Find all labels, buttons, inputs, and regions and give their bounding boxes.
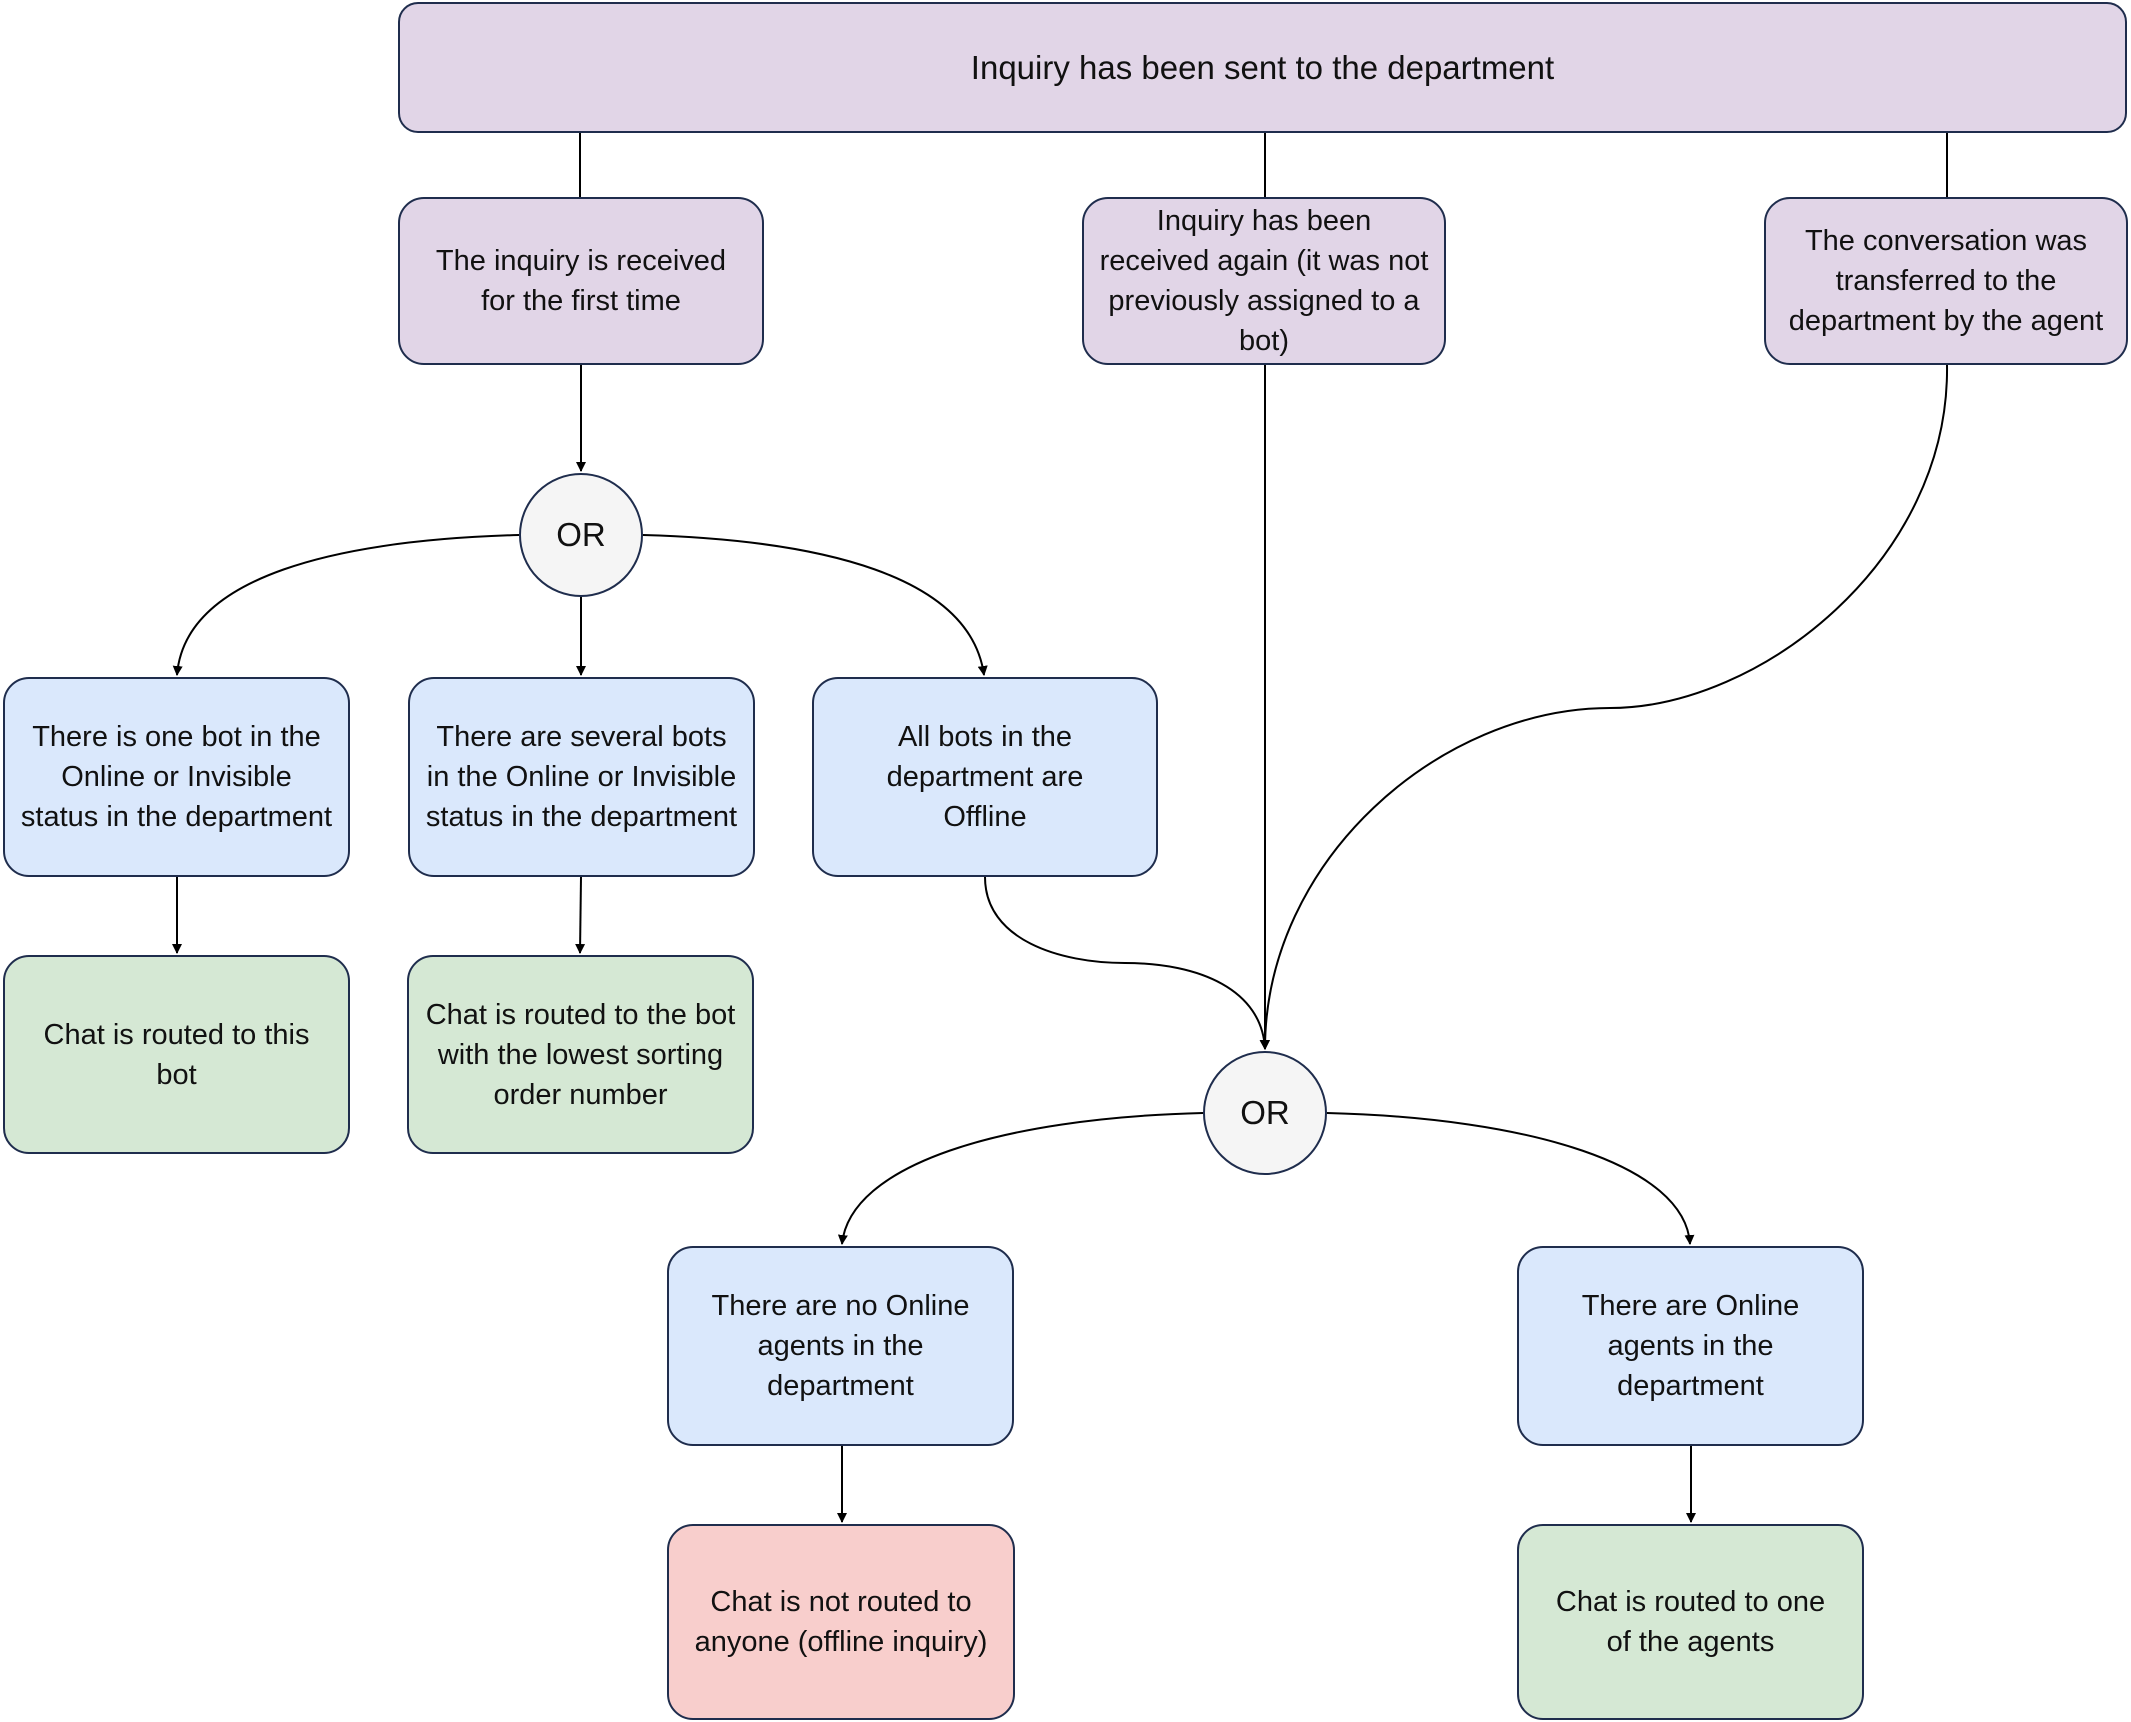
node-online-agents-label: There are Online agents in the departmen… [1581,1290,1800,1402]
node-first-time: The inquiry is received for the first ti… [398,197,764,365]
node-all-offline-label: All bots in the department are Offline [886,721,1084,833]
node-one-bot: There is one bot in the Online or Invisi… [3,677,350,877]
node-transferred: The conversation was transferred to the … [1764,197,2128,365]
node-routed-agent-label: Chat is routed to one of the agents [1555,1586,1826,1658]
node-online-agents: There are Online agents in the departmen… [1517,1246,1864,1446]
connector-or-to-all-offline [642,534,988,676]
connector-transferred-to-or [1260,364,1949,1050]
node-inquiry-sent: Inquiry has been sent to the department [398,2,2127,133]
node-not-routed: Chat is not routed to anyone (offline in… [667,1524,1015,1720]
node-transferred-label: The conversation was transferred to the … [1788,225,2104,337]
node-no-online-agents-label: There are no Online agents in the depart… [711,1290,970,1402]
connector-several-to-routed-lowest [575,876,586,954]
node-routed-this-bot-label: Chat is routed to this bot [43,1018,310,1091]
node-several-bots: There are several bots in the Online or … [408,677,755,877]
gateway-or-bottom-label: OR [1240,1094,1290,1131]
node-first-time-label: The inquiry is received for the first ti… [435,245,727,317]
node-not-routed-label: Chat is not routed to anyone (offline in… [694,1586,988,1658]
node-one-bot-label: There is one bot in the Online or Invisi… [20,721,333,833]
node-routed-lowest-label: Chat is routed to the bot with the lowes… [425,998,736,1111]
connector-or-to-one-bot [172,534,520,676]
node-all-offline: All bots in the department are Offline [812,677,1158,877]
gateway-or-top-label: OR [556,516,606,553]
connector-or-to-no-online [837,1112,1204,1245]
connector-all-offline-to-or [984,876,1270,1050]
node-several-bots-label: There are several bots in the Online or … [425,721,738,833]
node-received-again: Inquiry has been received again (it was … [1082,197,1446,365]
node-routed-this-bot: Chat is routed to this bot [3,955,350,1154]
node-routed-agent: Chat is routed to one of the agents [1517,1524,1864,1720]
node-routed-lowest: Chat is routed to the bot with the lowes… [407,955,754,1154]
gateway-or-bottom: OR [1203,1051,1327,1175]
node-received-again-label: Inquiry has been received again (it was … [1099,205,1429,357]
node-no-online-agents: There are no Online agents in the depart… [667,1246,1014,1446]
connector-or-to-online [1326,1112,1695,1245]
node-inquiry-sent-label: Inquiry has been sent to the department [970,48,1555,86]
gateway-or-top: OR [519,473,643,597]
